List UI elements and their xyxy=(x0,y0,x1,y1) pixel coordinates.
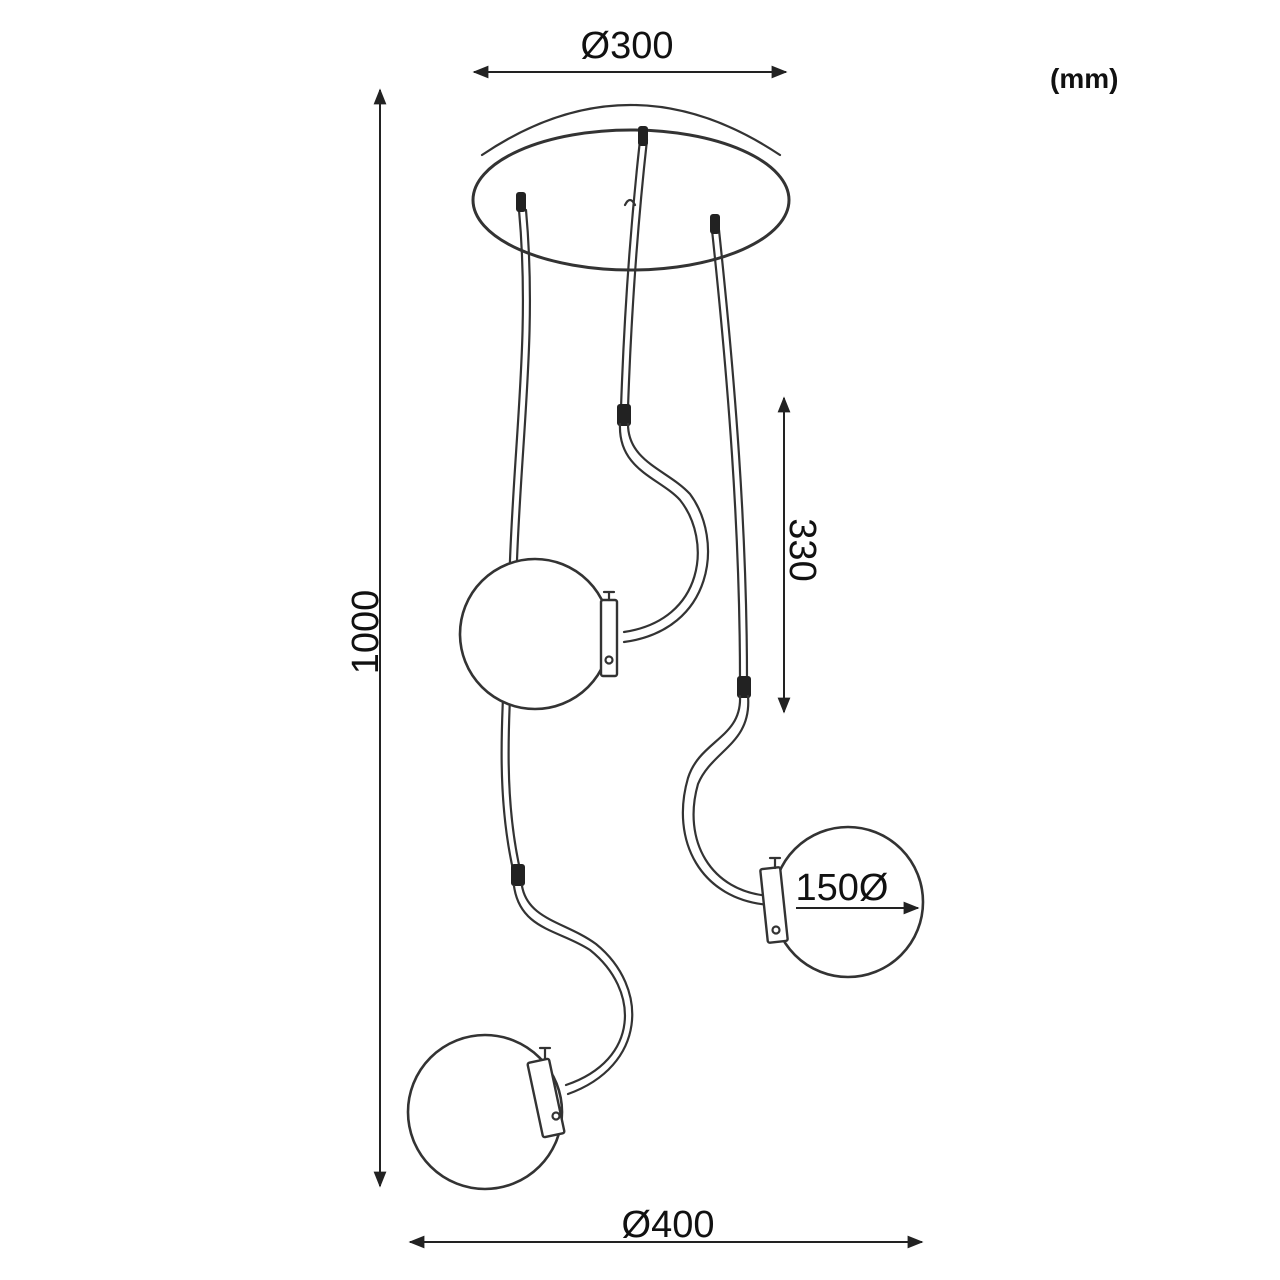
spread-diameter-dimension: Ø400 xyxy=(408,1204,924,1249)
drop-height-dimension: 330 xyxy=(777,396,823,714)
globe-middle xyxy=(458,557,619,711)
overall-height-dimension: 1000 xyxy=(345,88,387,1188)
ceiling-canopy xyxy=(471,104,791,272)
drop-height-label: 330 xyxy=(781,518,823,581)
globe-diameter-label: 150Ø xyxy=(796,867,889,909)
cord-middle-short xyxy=(617,126,709,644)
unit-label: (mm) xyxy=(1050,63,1118,94)
overall-height-label: 1000 xyxy=(345,590,387,675)
cord-left-long xyxy=(500,192,634,1096)
globe-left-bottom xyxy=(406,1033,566,1191)
canopy-diameter-dimension: Ø300 xyxy=(472,25,788,79)
spread-diameter-label: Ø400 xyxy=(622,1204,715,1246)
canopy-diameter-label: Ø300 xyxy=(581,25,674,67)
globe-right: 150Ø xyxy=(759,825,925,979)
cord-right-medium xyxy=(681,214,772,907)
